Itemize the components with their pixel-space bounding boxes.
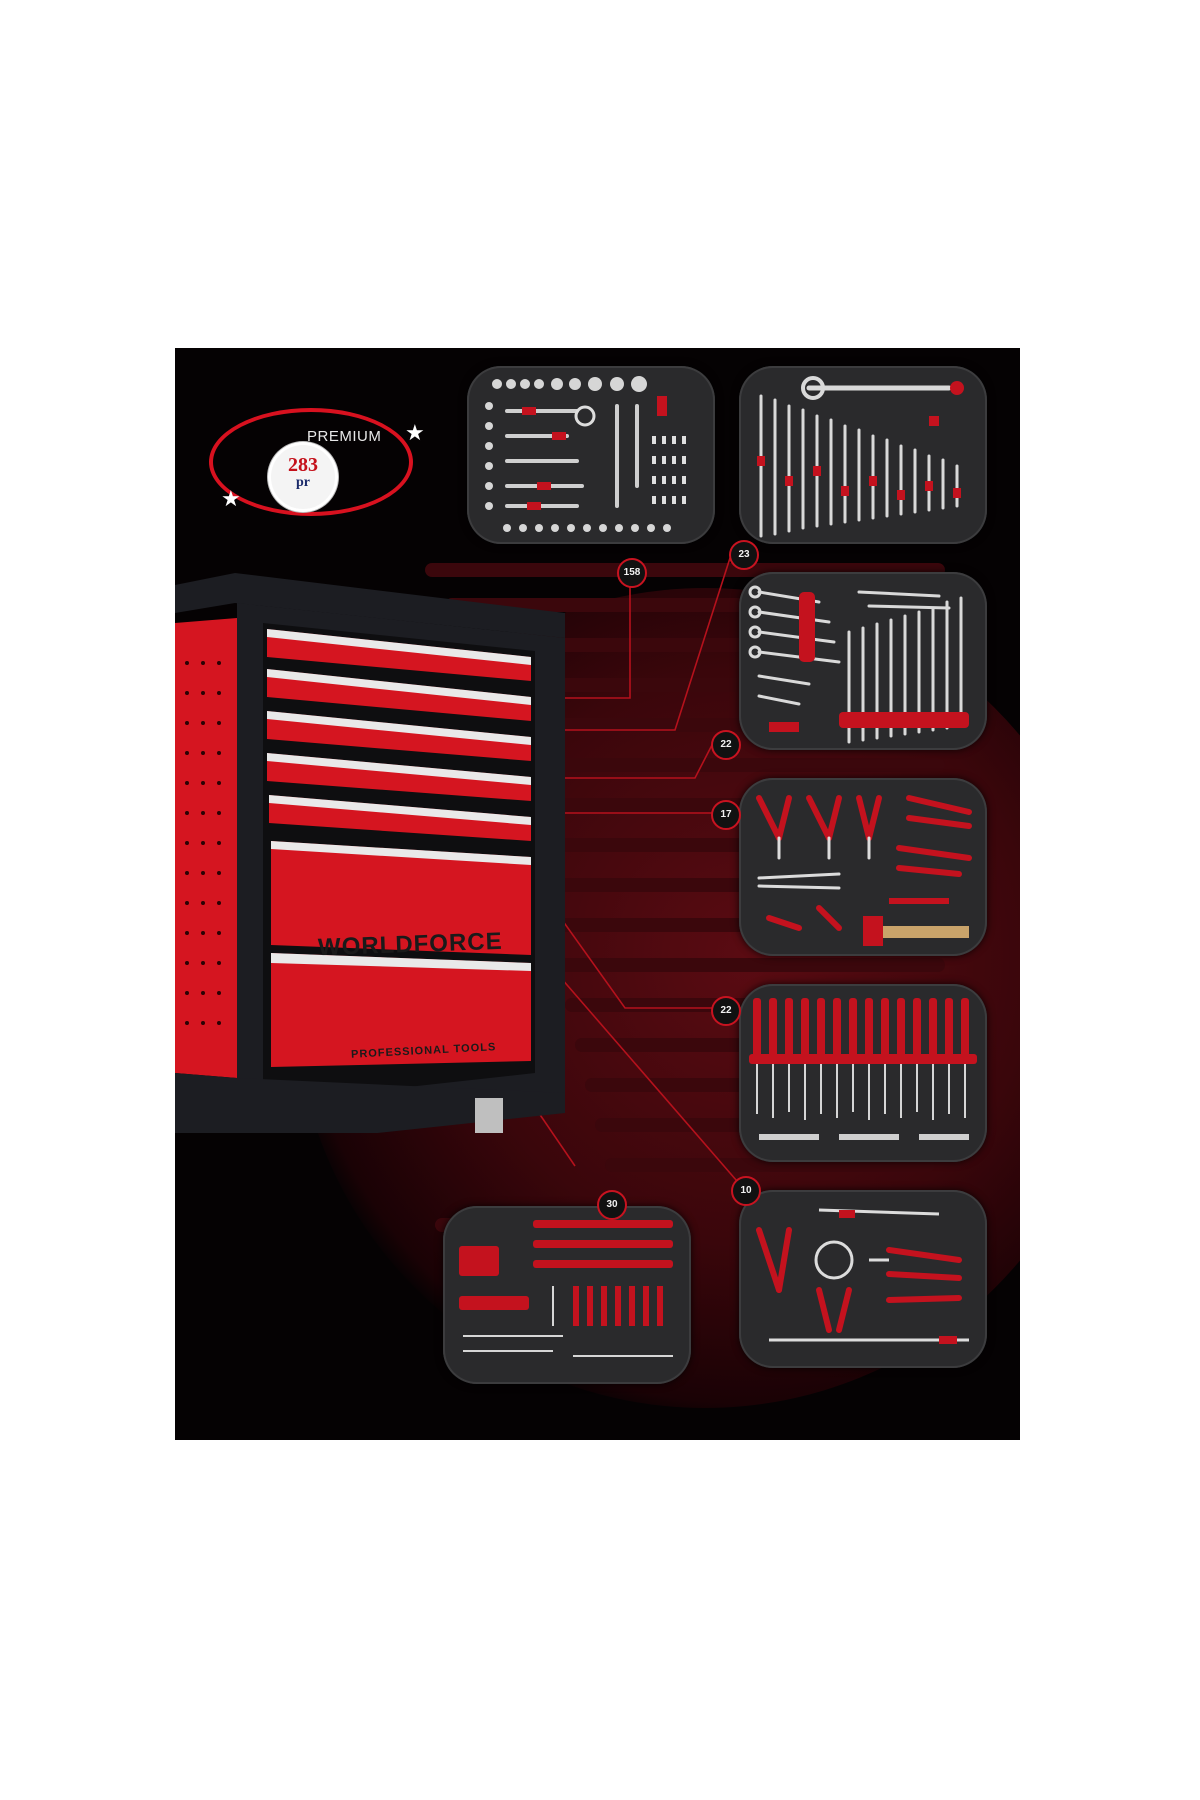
tray-ring-wrenches <box>739 572 987 750</box>
tray-pliers-hammer <box>739 778 987 956</box>
star-icon: ★ <box>221 486 241 511</box>
callout-badge: 22 <box>711 730 741 760</box>
piece-count-seal: 283 pr <box>271 445 335 509</box>
piece-count-unit: pr <box>296 475 310 490</box>
callout-badge: 158 <box>617 558 647 588</box>
callout-badge: 30 <box>597 1190 627 1220</box>
product-poster: PREMIUM ★ ★ 283 pr <box>175 348 1020 1440</box>
wrenches-illustration <box>757 376 964 538</box>
tray-screwdrivers <box>739 984 987 1162</box>
ring-wrenches-illustration <box>748 585 969 744</box>
screwdrivers-illustration <box>749 998 977 1140</box>
hex-keys-illustration <box>459 1220 673 1357</box>
tray-sockets <box>467 366 715 544</box>
callout-badge: 17 <box>711 800 741 830</box>
pliers-illustration <box>756 795 972 946</box>
badge-ring <box>209 408 413 516</box>
tray-special-pliers <box>739 1190 987 1368</box>
premium-badge: PREMIUM ★ ★ 283 pr <box>209 408 425 520</box>
special-pliers-illustration <box>756 1208 969 1344</box>
tray-combination-wrenches <box>739 366 987 544</box>
tool-cabinet <box>175 573 565 1133</box>
badge-label: PREMIUM <box>307 428 382 445</box>
callout-badge: 10 <box>731 1176 761 1206</box>
callout-badge: 22 <box>711 996 741 1026</box>
callout-badge: 23 <box>729 540 759 570</box>
star-icon: ★ <box>405 420 425 445</box>
sockets-illustration <box>485 376 686 532</box>
tray-hex-keys <box>443 1206 691 1384</box>
piece-count: 283 <box>288 454 318 476</box>
